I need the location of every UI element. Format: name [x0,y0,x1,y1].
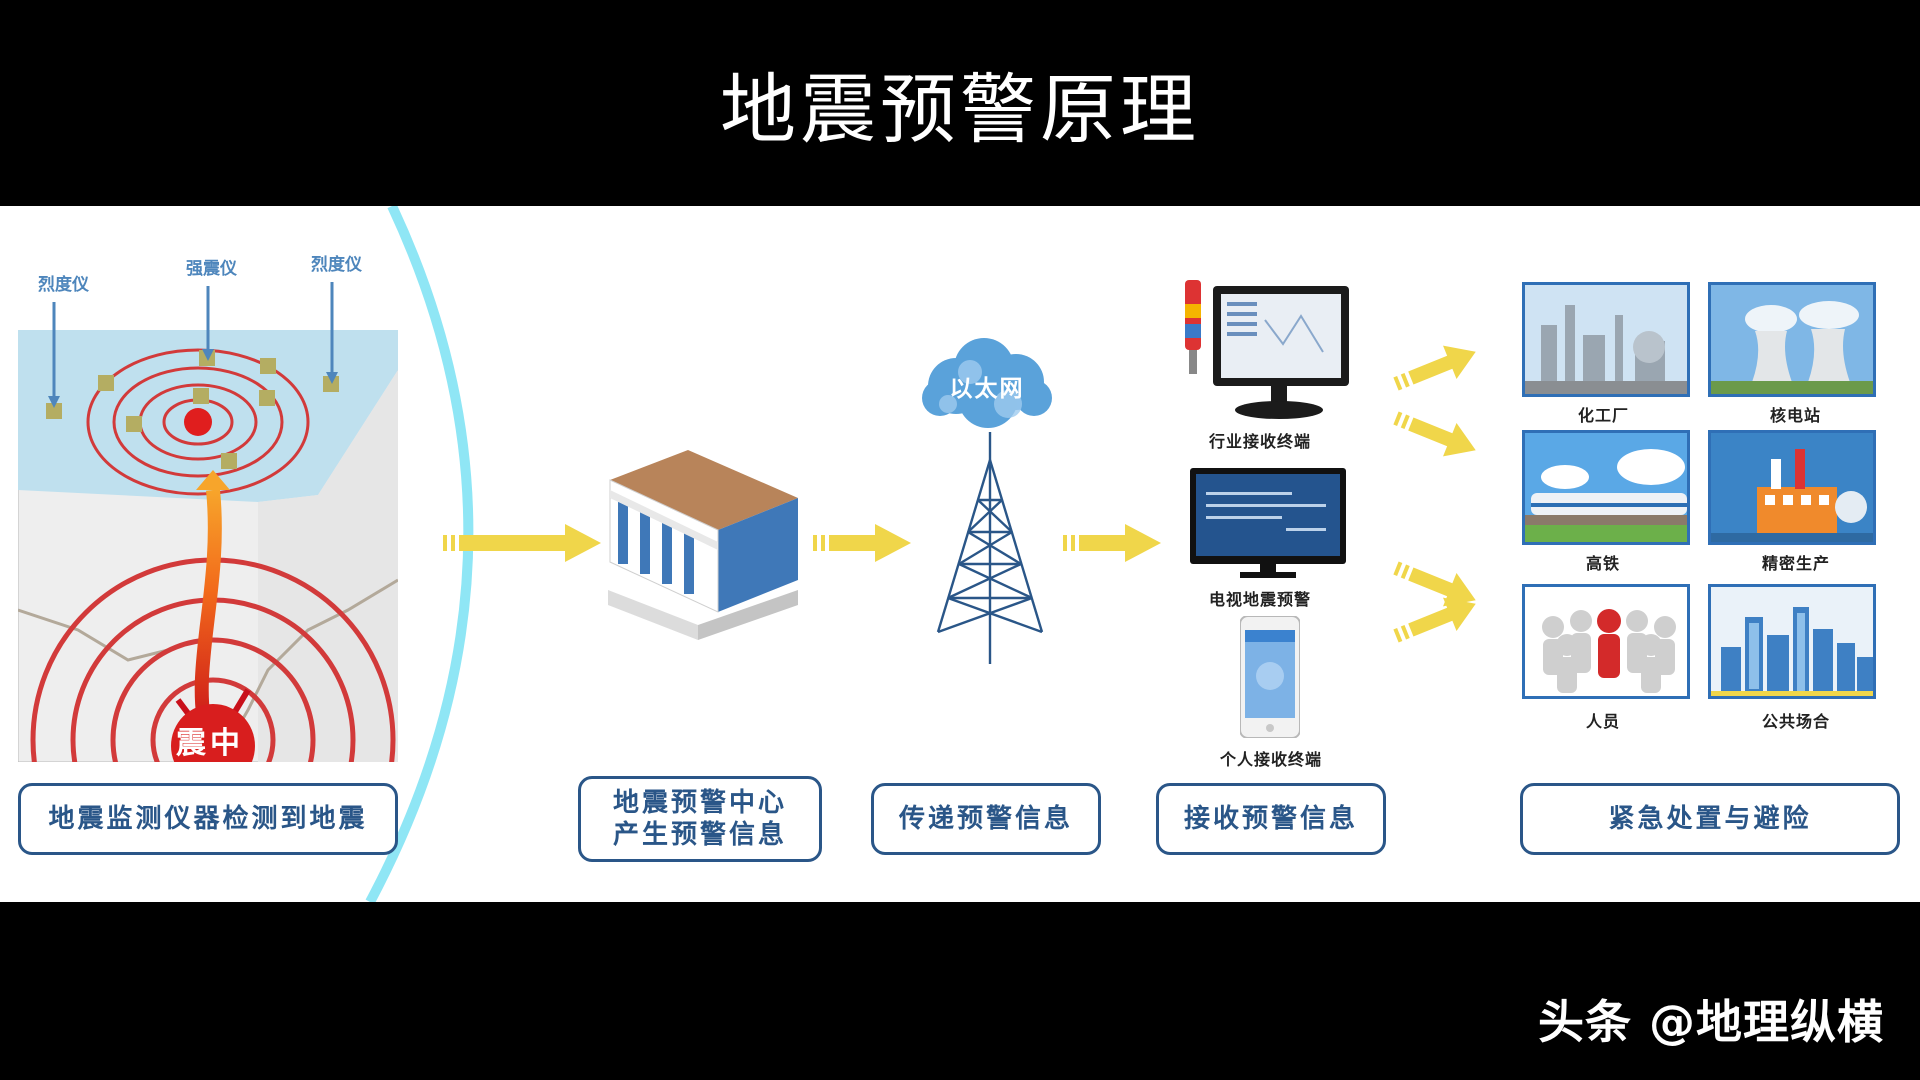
stage-receive-box: 接收预警信息 [1156,783,1386,855]
instrument-label-left: 烈度仪 [38,275,89,295]
stage-respond-box: 紧急处置与避险 [1520,783,1900,855]
target-label-public-places: 公共场合 [1762,712,1831,731]
divider-arc [365,206,474,902]
seismic-illustration [18,330,398,762]
stage-center-label-1: 地震预警中心 [612,787,787,818]
stage-detect-label: 地震监测仪器检测到地震 [48,803,368,834]
flow-arrow-3 [1063,524,1161,562]
target-tile-chemical-plant [1522,282,1690,397]
epicenter-label: 震中 [176,726,244,761]
receiver-label-industry: 行业接收终端 [1209,432,1312,451]
fanout-arrows [1393,345,1476,643]
flow-arrow-2 [813,524,911,562]
target-label-nuclear-plant: 核电站 [1770,406,1822,425]
instrument-label-right: 烈度仪 [311,255,362,275]
target-label-personnel: 人员 [1586,712,1621,731]
instrument-pointers [48,282,338,408]
diagram-panel: 震中 烈度仪 强震仪 烈度仪 [0,206,1920,902]
instrument-label-middle: 强震仪 [186,259,237,279]
ethernet-label: 以太网 [949,376,1025,402]
stage-transmit-box: 传递预警信息 [871,783,1101,855]
transmission-tower [936,432,1044,664]
watermark: 头条 @地理纵横 [1537,995,1884,1049]
target-tile-precision-production [1708,430,1876,545]
ethernet-cloud [922,338,1052,428]
phone-icon [1240,616,1300,738]
flow-arrow-1 [443,524,601,562]
receiver-label-personal: 个人接收终端 [1220,750,1323,769]
stage-receive-label: 接收预警信息 [1183,803,1358,834]
target-tile-public-places [1708,584,1876,699]
target-label-precision-production: 精密生产 [1762,554,1831,573]
stage-detect-box: 地震监测仪器检测到地震 [18,783,398,855]
target-tile-nuclear-plant [1708,282,1876,397]
target-tile-high-speed-rail [1522,430,1690,545]
stage-respond-label: 紧急处置与避险 [1608,803,1812,834]
target-label-chemical-plant: 化工厂 [1578,406,1630,425]
industry-terminal-icon [1185,280,1349,419]
receiver-label-tv: 电视地震预警 [1209,590,1312,609]
page-title: 地震预警原理 [720,65,1200,154]
stage-center-label-2: 产生预警信息 [612,820,787,850]
target-label-high-speed-rail: 高铁 [1586,554,1621,573]
stage-transmit-label: 传递预警信息 [898,803,1073,834]
target-tile-personnel [1522,584,1690,699]
warning-center-building [608,450,798,640]
stage-center-box: 地震预警中心 产生预警信息 [578,776,822,862]
tv-icon [1190,468,1346,578]
